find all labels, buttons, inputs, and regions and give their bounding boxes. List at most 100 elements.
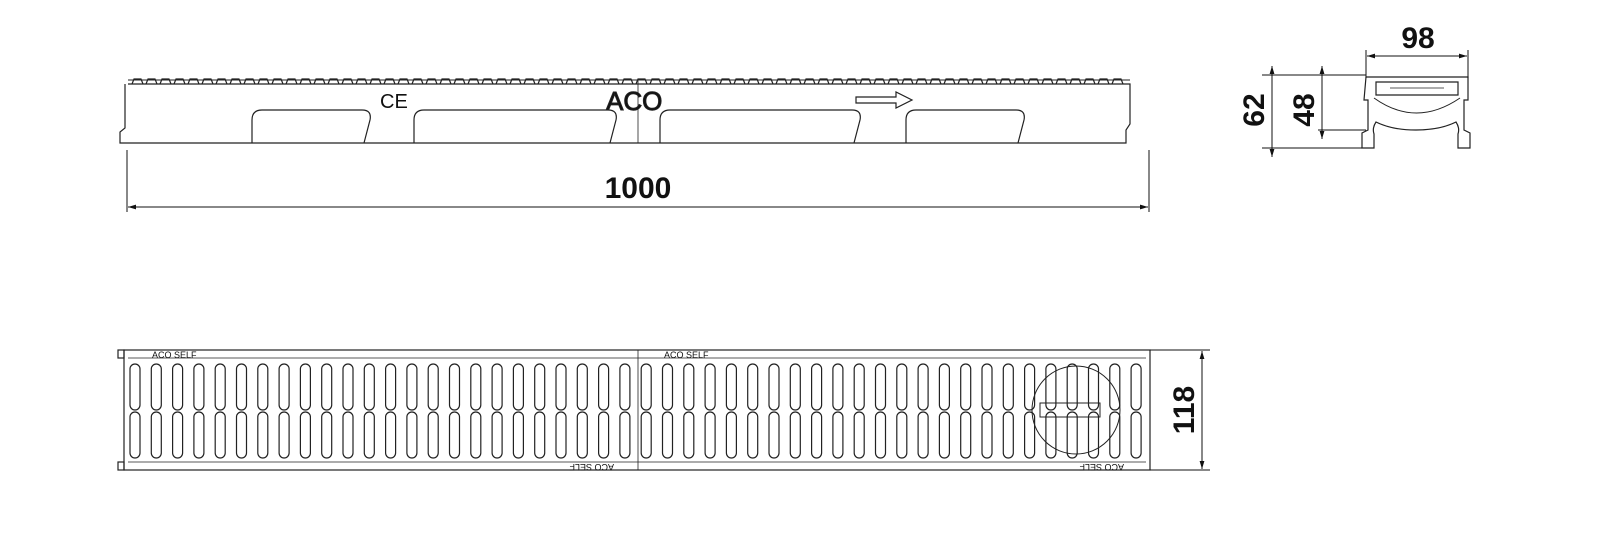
grate-tooth — [215, 78, 228, 85]
grate-text-1: ACO SELF — [152, 350, 197, 360]
grate-slot — [129, 363, 141, 411]
end-view-dimensions — [1262, 50, 1469, 157]
length-dimension — [126, 150, 1150, 212]
grate-tooth — [733, 78, 746, 85]
grate-slot — [534, 363, 546, 411]
grate-slot — [363, 411, 375, 459]
grate-slot — [534, 411, 546, 459]
grate-slot — [1066, 363, 1078, 411]
grate-slot — [555, 363, 567, 411]
grate-slot — [427, 411, 439, 459]
grate-slot — [299, 411, 311, 459]
grate-slot — [512, 411, 525, 459]
grate-slot — [853, 363, 865, 411]
grate-slot — [747, 411, 759, 459]
grate-tooth — [845, 78, 858, 85]
side-view-opening-2 — [413, 109, 617, 144]
grate-slot — [874, 363, 887, 411]
grate-tooth — [187, 78, 200, 85]
grate-slot — [1130, 363, 1142, 411]
grate-tooth — [201, 78, 214, 85]
grate-slot — [832, 411, 844, 459]
grate-slot — [193, 411, 205, 459]
grate-slot — [896, 363, 908, 411]
grate-tooth — [467, 78, 480, 85]
grate-tooth — [369, 78, 382, 85]
end-view-grate — [1375, 81, 1459, 96]
end-view-outline — [1361, 76, 1471, 149]
grate-slot — [1087, 363, 1100, 411]
grate-tooth — [621, 78, 634, 85]
grate-tooth — [299, 78, 312, 85]
grate-tooth — [495, 78, 508, 85]
grate-slot — [1045, 411, 1057, 459]
grate-tooth — [509, 78, 522, 85]
grate-tooth — [355, 78, 368, 85]
grate-tooth — [523, 78, 536, 85]
length-label: 1000 — [605, 172, 672, 205]
grate-slot — [512, 363, 525, 411]
grate-tooth — [579, 78, 592, 85]
grate-text-4: ACO SELF — [1079, 462, 1124, 472]
grate-tooth — [901, 78, 914, 85]
grate-slot — [321, 411, 333, 459]
grate-slot — [1045, 363, 1057, 411]
grate-tooth — [229, 78, 242, 85]
grate-tooth — [719, 78, 732, 85]
total-height-label: 62 — [1238, 93, 1271, 126]
top-view — [117, 349, 1151, 471]
grate-slot — [1002, 411, 1014, 459]
grate-tooth — [607, 78, 620, 85]
grate-tooth — [635, 78, 648, 85]
grate-tooth — [691, 78, 704, 85]
grate-tooth — [537, 78, 550, 85]
grate-slot — [597, 411, 610, 459]
grate-slot — [768, 363, 780, 411]
grate-slot — [810, 411, 823, 459]
side-view-opening-1 — [251, 109, 371, 144]
grate-tooth — [145, 78, 158, 85]
grate-tooth — [173, 78, 186, 85]
side-view-body — [119, 83, 1131, 144]
grate-slot — [832, 363, 844, 411]
grate-slot — [917, 363, 929, 411]
grate-tooth — [271, 78, 284, 85]
side-view-grate-teeth — [131, 78, 1124, 85]
side-view-opening-3 — [659, 109, 861, 144]
grate-slot — [257, 363, 269, 411]
grate-tooth — [663, 78, 676, 85]
grate-slot — [640, 411, 652, 459]
grate-tooth — [649, 78, 662, 85]
grate-slot — [1130, 411, 1142, 459]
grate-slot — [704, 411, 716, 459]
grate-slot — [917, 411, 929, 459]
grate-slot — [874, 411, 887, 459]
grate-tooth — [831, 78, 844, 85]
grate-slot — [406, 411, 418, 459]
grate-tooth — [411, 78, 424, 85]
grate-tooth — [775, 78, 788, 85]
grate-tooth — [383, 78, 396, 85]
grate-tooth — [551, 78, 564, 85]
grate-slot — [1023, 411, 1036, 459]
grate-slot — [342, 363, 354, 411]
grate-slot — [683, 411, 695, 459]
grate-slot — [406, 363, 418, 411]
grate-slot — [385, 411, 397, 459]
grate-tooth — [705, 78, 718, 85]
outlet-circle — [1031, 365, 1121, 455]
grate-slot — [342, 411, 354, 459]
grate-slot — [448, 363, 461, 411]
grate-tooth — [1013, 78, 1026, 85]
grate-tooth — [677, 78, 690, 85]
grate-slot — [1109, 363, 1121, 411]
grate-slot — [321, 363, 333, 411]
grate-slot — [704, 363, 716, 411]
grate-slot — [150, 411, 162, 459]
grate-tooth — [915, 78, 928, 85]
grate-tooth — [593, 78, 606, 85]
grate-tooth — [1097, 78, 1110, 85]
grate-slot — [385, 363, 397, 411]
grate-tooth — [803, 78, 816, 85]
